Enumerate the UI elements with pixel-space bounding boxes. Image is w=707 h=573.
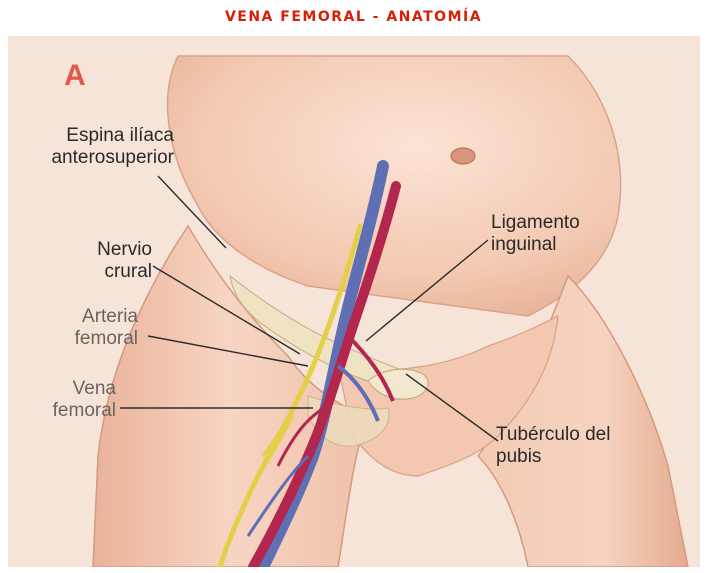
label-arteria-femoral: Arteria femoral [30,306,138,350]
label-vena-line1: Vena [18,378,116,400]
label-espina-iliaca: Espina ilíaca anterosuperior [12,125,174,169]
label-tuberculo-line1: Tubérculo del [496,424,666,446]
label-tuberculo-pubis: Tubérculo del pubis [496,424,666,468]
label-ligamento-inguinal: Ligamento inguinal [491,212,641,256]
navel-shape [451,148,475,164]
label-espina-line2: anterosuperior [12,147,174,169]
anatomy-illustration: A Espina ilíaca anterosuperior Nervio cr… [8,36,700,567]
label-tuberculo-line2: pubis [496,446,666,468]
label-ligamento-line1: Ligamento [491,212,641,234]
label-arteria-line1: Arteria [30,306,138,328]
label-ligamento-line2: inguinal [491,234,641,256]
label-nervio-line2: crural [48,261,152,283]
label-vena-line2: femoral [18,400,116,422]
page-title: VENA FEMORAL - ANATOMÍA [0,9,707,25]
label-nervio-crural: Nervio crural [48,239,152,283]
label-arteria-line2: femoral [30,328,138,350]
panel-letter: A [64,59,86,93]
label-vena-femoral: Vena femoral [18,378,116,422]
label-nervio-line1: Nervio [48,239,152,261]
anatomy-drawing [8,36,700,567]
label-espina-line1: Espina ilíaca [12,125,174,147]
